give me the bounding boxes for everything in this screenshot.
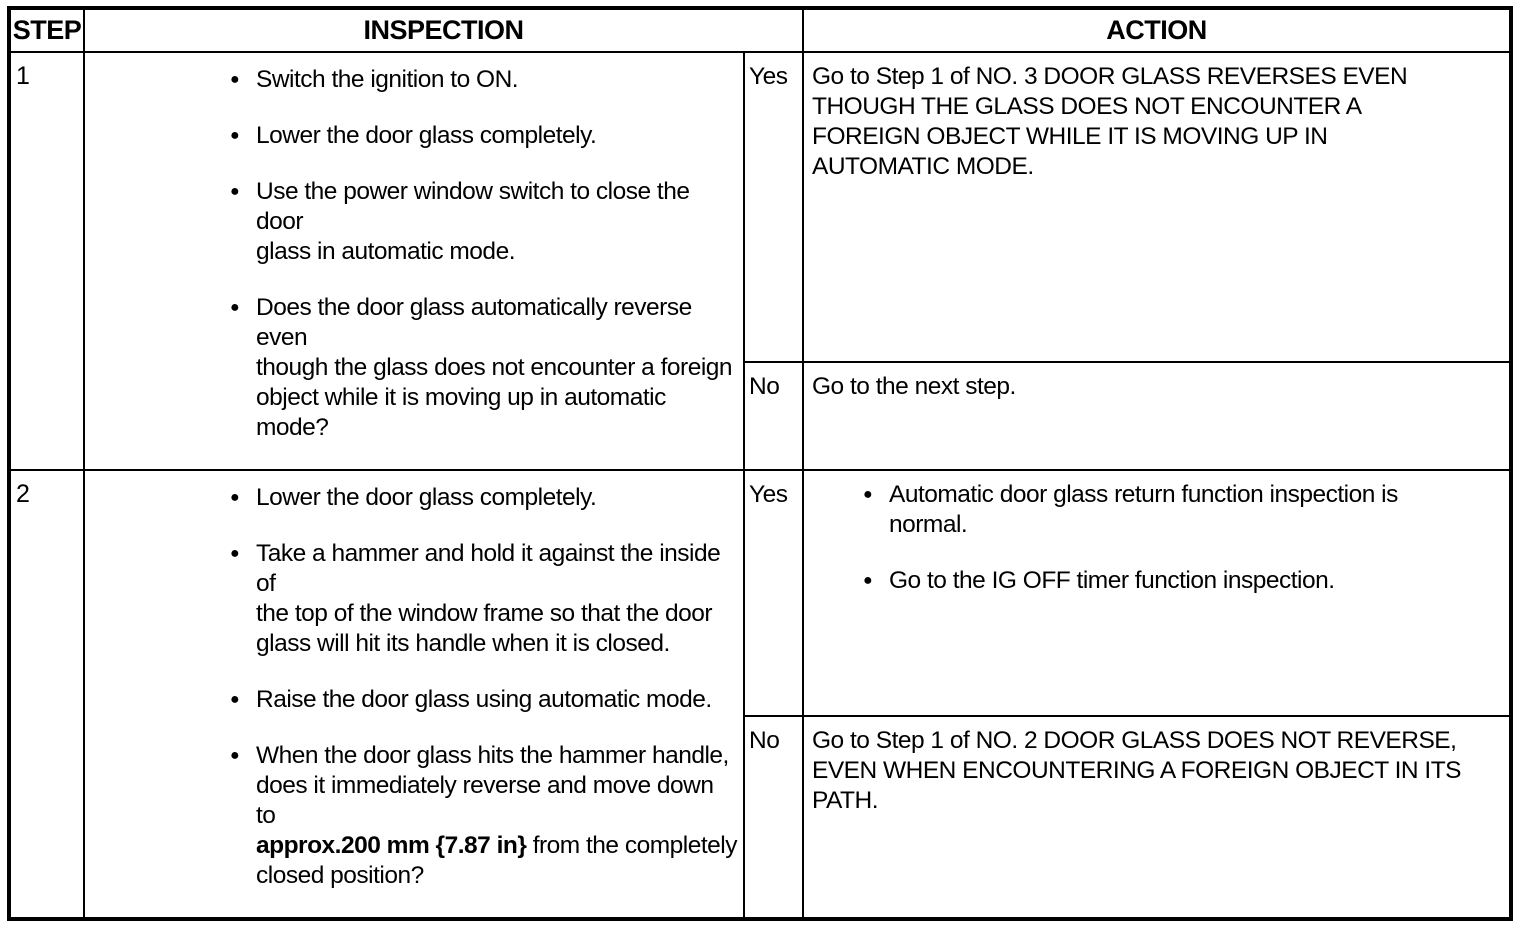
bullet-line: Does the door glass automatically revers… — [256, 294, 692, 351]
bold-measurement: approx.200 mm {7.87 in} — [256, 832, 527, 859]
bullet-line: Take a hammer and hold it against the in… — [256, 540, 721, 597]
list-item: ● Take a hammer and hold it against the … — [230, 539, 739, 659]
table-header-row: STEP INSPECTION ACTION — [8, 7, 1512, 53]
yes-cell: Yes — [743, 51, 804, 363]
bullet-icon: ● — [863, 572, 873, 589]
bullet-line: does it immediately reverse and move dow… — [256, 772, 714, 829]
action-cell-step1-no: Go to the next step. — [802, 360, 1512, 472]
list-item: ● Use the power window switch to close t… — [230, 177, 739, 267]
action-line: FOREIGN OBJECT WHILE IT IS MOVING UP IN — [812, 123, 1328, 150]
action-line: normal. — [889, 511, 968, 538]
bullet-line: glass will hit its handle when it is clo… — [256, 630, 670, 657]
inspection-column-header: INSPECTION — [83, 7, 804, 53]
action-cell-step1-yes: Go to Step 1 of NO. 3 DOOR GLASS REVERSE… — [802, 51, 1512, 363]
inspection-action-table: STEP INSPECTION ACTION 1 ● Switch the ig… — [7, 6, 1513, 921]
list-item: ● Automatic door glass return function i… — [863, 480, 1503, 540]
list-item: ● Raise the door glass using automatic m… — [230, 685, 739, 715]
bullet-icon: ● — [230, 489, 240, 506]
action-line: Go to Step 1 of NO. 2 DOOR GLASS DOES NO… — [812, 727, 1457, 755]
no-cell: No — [743, 360, 804, 472]
action-line: AUTOMATIC MODE. — [812, 153, 1034, 180]
bullet-line: though the glass does not encounter a fo… — [256, 354, 733, 381]
action-column-header: ACTION — [802, 7, 1512, 53]
action-line: Go to the next step. — [812, 372, 1016, 400]
no-cell: No — [743, 715, 804, 920]
bullet-icon: ● — [230, 747, 240, 764]
action-line: THOUGH THE GLASS DOES NOT ENCOUNTER A — [812, 93, 1362, 120]
bullet-icon: ● — [230, 691, 240, 708]
bullet-line: closed position? — [256, 862, 424, 889]
bullet-line: glass in automatic mode. — [256, 238, 516, 265]
bullet-icon: ● — [230, 545, 240, 562]
bullet-line: Lower the door glass completely. — [256, 122, 597, 149]
table-row-step1-no: No Go to the next step. — [9, 360, 1512, 472]
action-cell-step2-yes: ● Automatic door glass return function i… — [802, 468, 1512, 718]
bullet-line: Use the power window switch to close the… — [256, 178, 690, 235]
bullet-line: Lower the door glass completely. — [256, 484, 597, 511]
action-cell-step2-no: Go to Step 1 of NO. 2 DOOR GLASS DOES NO… — [802, 715, 1512, 920]
bullet-icon: ● — [230, 127, 240, 144]
table-row-step2-yes: 2 ● Lower the door glass completely. ● T… — [8, 468, 1512, 920]
list-item: ● Does the door glass automatically reve… — [230, 293, 739, 443]
inspection-cell-step1: ● Switch the ignition to ON. ● Lower the… — [83, 51, 745, 471]
bullet-line-bold: approx.200 mm {7.87 in} from the complet… — [256, 831, 739, 861]
list-item: ● Switch the ignition to ON. — [230, 65, 739, 95]
list-item: ● Go to the IG OFF timer function inspec… — [863, 566, 1503, 596]
list-item: ● Lower the door glass completely. — [230, 483, 739, 513]
bullet-icon: ● — [230, 71, 240, 88]
list-item: ● When the door glass hits the hammer ha… — [230, 741, 739, 891]
list-item: ● Lower the door glass completely. — [230, 121, 739, 151]
table-row-step1-yes: 1 ● Switch the ignition to ON. ● Lower t… — [8, 51, 1512, 471]
bullet-line: When the door glass hits the hammer hand… — [256, 742, 729, 769]
bullet-icon: ● — [863, 486, 873, 503]
bullet-line: the top of the window frame so that the … — [256, 600, 713, 627]
step-number: 2 — [8, 469, 85, 920]
yes-cell: Yes — [743, 468, 804, 718]
action-line: PATH. — [812, 787, 879, 815]
bullet-line-rest: from the completely — [526, 832, 738, 859]
inspection-cell-step2: ● Lower the door glass completely. ● Tak… — [83, 469, 745, 920]
step-number: 1 — [8, 51, 85, 471]
bullet-icon: ● — [230, 183, 240, 200]
bullet-line: Switch the ignition to ON. — [256, 66, 519, 93]
bullet-line: Raise the door glass using automatic mod… — [256, 686, 712, 713]
bullet-icon: ● — [230, 299, 240, 316]
step-column-header: STEP — [8, 7, 85, 53]
action-line: Go to Step 1 of NO. 3 DOOR GLASS REVERSE… — [812, 63, 1408, 90]
action-line: Automatic door glass return function ins… — [889, 481, 1398, 508]
action-line: Go to the IG OFF timer function inspecti… — [889, 567, 1335, 594]
bullet-line: object while it is moving up in automati… — [256, 384, 666, 441]
action-line: EVEN WHEN ENCOUNTERING A FOREIGN OBJECT … — [812, 757, 1462, 785]
